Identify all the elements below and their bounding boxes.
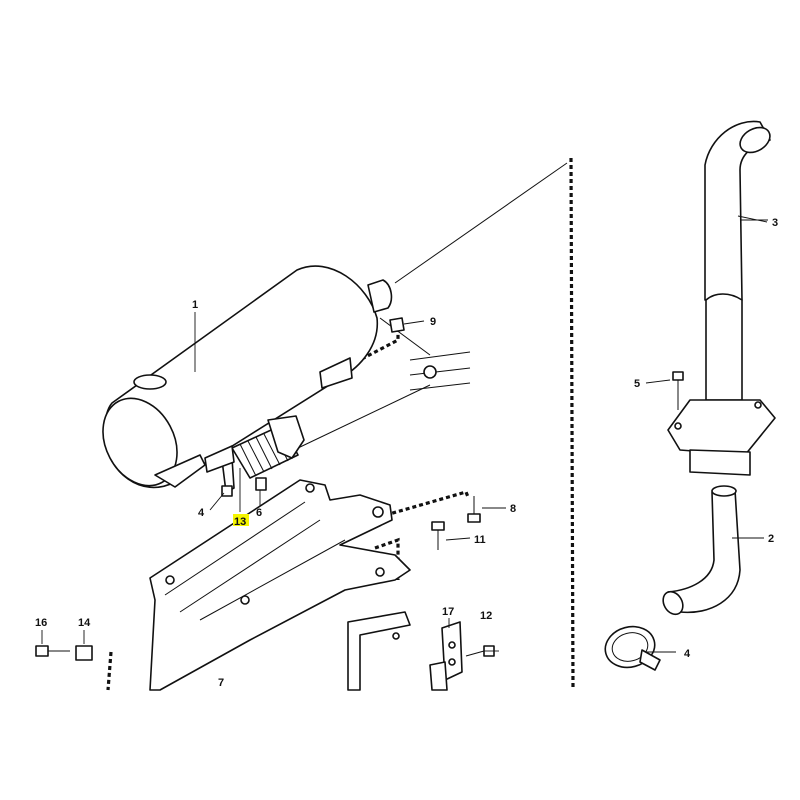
callout-3: 3 [772, 217, 778, 229]
elbow-pipe [662, 485, 741, 616]
callout-11: 11 [474, 534, 486, 546]
callout-17: 17 [442, 606, 454, 618]
callout-12: 12 [480, 610, 492, 622]
callout-8: 8 [510, 503, 516, 515]
callout-13-highlight [233, 514, 249, 526]
callout-2: 2 [768, 533, 774, 545]
leader-lines [41, 215, 768, 653]
callout-1: 1 [192, 299, 198, 311]
muffler-brackets [204, 357, 353, 473]
nut-14 [75, 645, 93, 661]
callout-9: 9 [430, 316, 436, 328]
flex-pipe [221, 415, 305, 493]
bolt-11 [431, 521, 445, 550]
studs [409, 351, 471, 391]
tail-pipe [667, 120, 776, 476]
callout-4-right: 4 [684, 648, 691, 660]
stud-4 [221, 485, 233, 497]
mounting-frame [149, 479, 411, 691]
nut-9 [389, 317, 405, 333]
callout-labels: 1 2 3 4 4 5 6 7 8 9 11 12 13 14 16 17 [35, 217, 778, 689]
callout-4-left: 4 [198, 507, 205, 519]
callout-13: 13 [234, 516, 246, 528]
support-bracket [429, 621, 463, 691]
bolt-16 [35, 645, 70, 657]
bolt-8 [467, 496, 481, 523]
callout-16: 16 [35, 617, 47, 629]
callout-5: 5 [634, 378, 640, 390]
callout-6: 6 [256, 507, 262, 519]
nut-6 [255, 477, 267, 491]
fasteners [35, 317, 684, 661]
callout-14: 14 [78, 617, 91, 629]
muffler [102, 265, 393, 489]
callout-7: 7 [218, 677, 224, 689]
pipe-clamp [604, 625, 661, 671]
bolt-5 [672, 371, 684, 410]
guide-lines [297, 162, 568, 449]
